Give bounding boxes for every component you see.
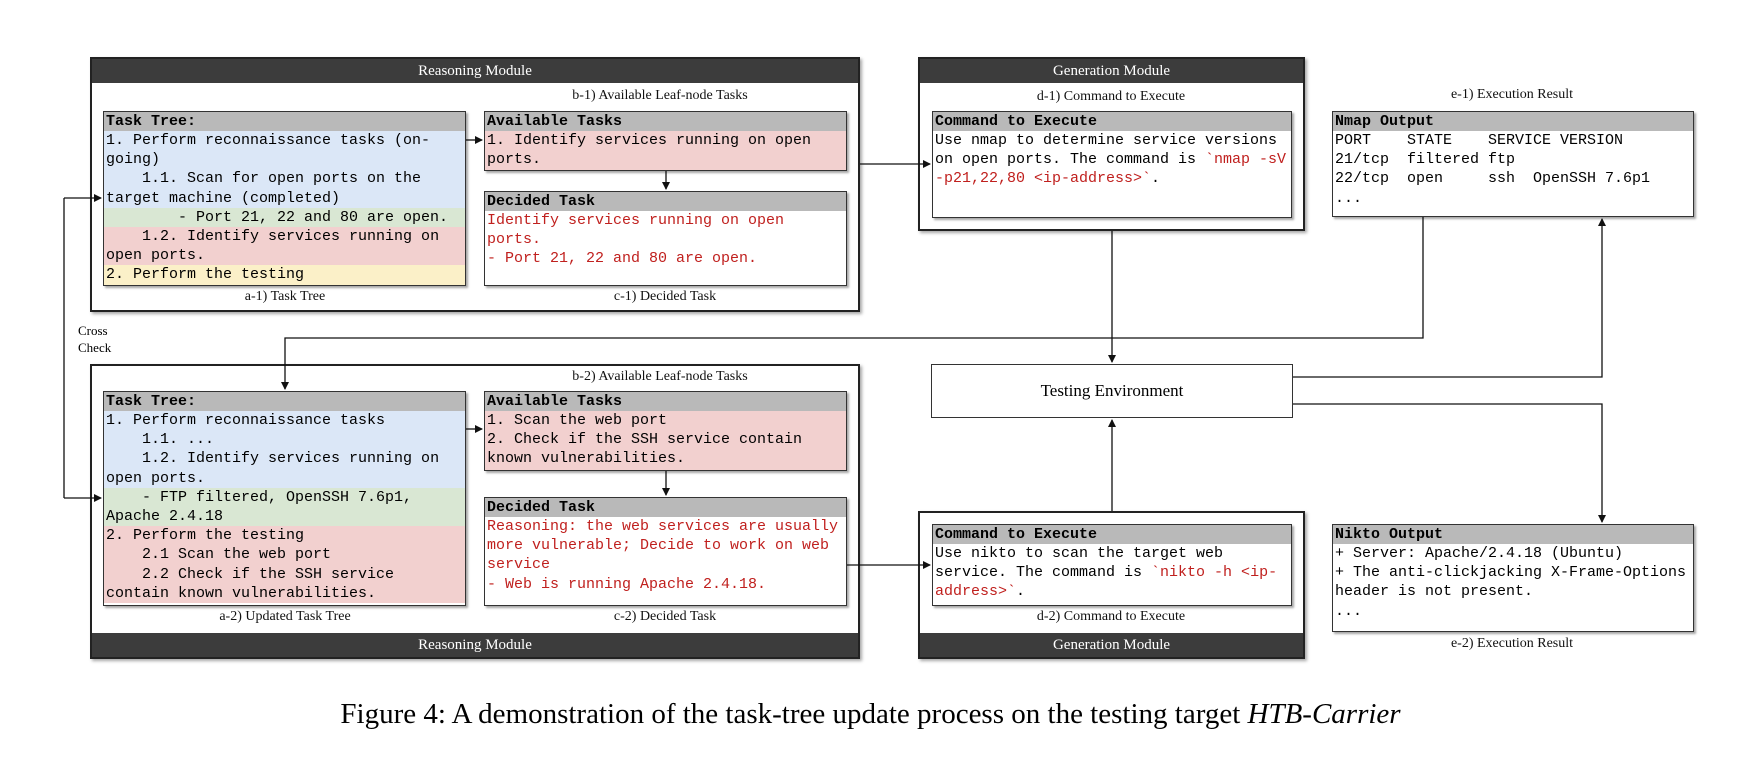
result-bottom: Nikto Output + Server: Apache/2.4.18 (Ub… — [1332, 524, 1694, 632]
available-tasks-bottom: Available Tasks 1. Scan the web port 2. … — [484, 391, 847, 471]
caption-d2: d-2) Command to Execute — [1036, 609, 1186, 624]
cross-check-label: Cross Check — [78, 322, 111, 356]
tree-line: 2.2 Check if the SSH service contain kno… — [104, 564, 465, 604]
result-line: PORT STATE SERVICE VERSION — [1335, 132, 1624, 149]
available-task-list: 1. Scan the web port 2. Check if the SSH… — [485, 411, 846, 470]
available-tasks-top: Available Tasks 1. Identify services run… — [484, 111, 847, 171]
result-line: ... — [1335, 602, 1363, 620]
command-desc: Use nikto to scan the target web service… — [935, 545, 1233, 582]
result-line: + Server: Apache/2.4.18 (Ubuntu) — [1335, 545, 1624, 562]
command-code: `nmap -sV -p21,22,80 <ip-address>` — [935, 151, 1287, 188]
decided-line: Reasoning: the web services are usually … — [487, 518, 847, 574]
tree-line: 1.1. Scan for open ports on the target m… — [104, 169, 465, 208]
command-bottom: Command to Execute Use nikto to scan the… — [932, 524, 1292, 606]
tree-line: - Port 21, 22 and 80 are open. — [104, 207, 465, 228]
generation-module-bottom-title: Generation Module — [920, 633, 1303, 657]
caption-e2: e-2) Execution Result — [1450, 636, 1574, 651]
available-task-line: 1. Identify services running on open por… — [485, 131, 846, 170]
testing-environment-label: Testing Environment — [1040, 381, 1184, 400]
result-line: 21/tcp filtered ftp — [1335, 151, 1516, 169]
reasoning-module-bottom-title: Reasoning Module — [92, 633, 858, 657]
command-top: Command to Execute Use nmap to determine… — [932, 111, 1292, 218]
caption-d1: d-1) Command to Execute — [1036, 89, 1186, 104]
figure-caption: Figure 4: A demonstration of the task-tr… — [0, 698, 1741, 731]
decided-line: - Port 21, 22 and 80 are open. — [487, 250, 758, 268]
tree-line: 2. Perform the testing — [104, 265, 465, 285]
result-line: 22/tcp open ssh OpenSSH 7.6p1 — [1335, 170, 1651, 188]
result-top-header: Nmap Output — [1333, 112, 1693, 131]
tree-line: 1.2. Identify services running on open p… — [104, 449, 465, 488]
available-tasks-top-header: Available Tasks — [485, 112, 846, 131]
generation-module-top-title: Generation Module — [920, 59, 1303, 83]
caption-c2: c-2) Decided Task — [613, 609, 717, 624]
arrow-env-to-result-bottom — [1293, 403, 1606, 523]
command-code: `nikto -h <ip-address>` — [935, 564, 1278, 601]
tree-line: 1.1. ... — [104, 430, 465, 450]
tree-line: 1. Perform reconnaissance tasks (on-goin… — [104, 131, 465, 170]
result-line: + The anti-clickjacking X-Frame-Options … — [1335, 564, 1687, 601]
decided-task-top-header: Decided Task — [485, 192, 846, 211]
task-tree-top-header: Task Tree: — [104, 112, 465, 131]
tree-line: 2. Perform the testing — [104, 526, 465, 546]
caption-a1: a-1) Task Tree — [244, 289, 326, 304]
result-top: Nmap Output PORT STATE SERVICE VERSION 2… — [1332, 111, 1694, 217]
figure-caption-prefix: Figure 4: A demonstration of the task-tr… — [340, 698, 1248, 730]
arrow-result-feedback — [1112, 217, 1424, 339]
available-task-line: 2. Check if the SSH service contain know… — [487, 431, 812, 468]
cross-check-line: Check — [78, 340, 112, 355]
testing-environment: Testing Environment — [931, 364, 1293, 418]
caption-b1: b-1) Available Leaf-node Tasks — [572, 88, 748, 103]
command-tail: . — [1151, 170, 1161, 188]
caption-e1: e-1) Execution Result — [1450, 87, 1574, 102]
arrow-feedback-to-tree-bottom — [281, 337, 1112, 390]
available-task-line: 1. Scan the web port — [487, 412, 668, 429]
cross-check-line: Cross — [78, 323, 108, 338]
task-tree-bottom: Task Tree: 1. Perform reconnaissance tas… — [103, 391, 466, 606]
figure-caption-target: HTB-Carrier — [1247, 698, 1401, 730]
result-line: ... — [1335, 189, 1363, 207]
command-top-text: Use nmap to determine service versions o… — [933, 131, 1291, 189]
command-desc: Use nmap to determine service versions o… — [935, 132, 1287, 169]
available-tasks-bottom-header: Available Tasks — [485, 392, 846, 411]
caption-b2: b-2) Available Leaf-node Tasks — [572, 369, 748, 384]
command-top-header: Command to Execute — [933, 112, 1291, 131]
arrow-env-to-result-top — [1293, 218, 1606, 378]
tree-line: 1.2. Identify services running on open p… — [104, 227, 465, 266]
tree-line: 2.1 Scan the web port — [104, 545, 465, 565]
command-bottom-text: Use nikto to scan the target web service… — [933, 544, 1291, 602]
decided-task-bottom: Decided Task Reasoning: the web services… — [484, 497, 847, 606]
tree-line: 1. Perform reconnaissance tasks — [104, 411, 465, 431]
reasoning-module-top-title: Reasoning Module — [92, 59, 858, 83]
caption-a2: a-2) Updated Task Tree — [219, 609, 351, 624]
tree-line: - FTP filtered, OpenSSH 7.6p1, Apache 2.… — [104, 487, 465, 527]
decided-task-bottom-header: Decided Task — [485, 498, 846, 517]
caption-c1: c-1) Decided Task — [613, 289, 717, 304]
decided-task-top: Decided Task Identify services running o… — [484, 191, 847, 286]
decided-line: Identify services running on open ports. — [487, 212, 794, 249]
command-bottom-header: Command to Execute — [933, 525, 1291, 544]
task-tree-top: Task Tree: 1. Perform reconnaissance tas… — [103, 111, 466, 286]
decided-line: - Web is running Apache 2.4.18. — [487, 575, 767, 593]
command-tail: . — [1016, 583, 1026, 601]
result-bottom-header: Nikto Output — [1333, 525, 1693, 544]
task-tree-bottom-header: Task Tree: — [104, 392, 465, 411]
